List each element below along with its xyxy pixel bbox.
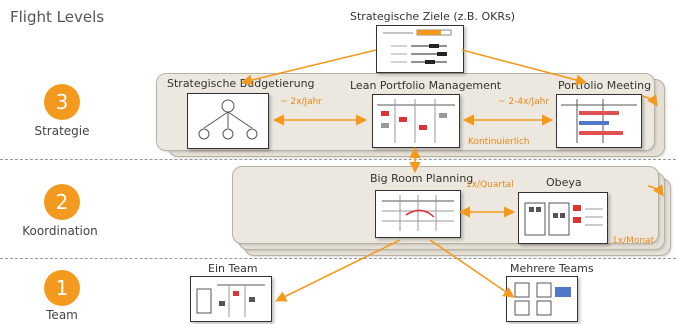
lpm-title: Lean Portfolio Management xyxy=(350,79,502,92)
big-room-planning-card xyxy=(375,190,461,238)
budgeting-frequency: ~ 2x/Jahr xyxy=(280,97,323,107)
meeting-stack-arrow xyxy=(641,94,658,107)
team-board-icon xyxy=(196,284,265,317)
diagram-title: Flight Levels xyxy=(10,8,105,26)
budgeting-title: Strategische Budgetierung xyxy=(167,77,315,90)
okr-sketch-icon xyxy=(383,29,452,64)
goals-to-budget-arrow xyxy=(240,49,377,86)
level-divider-top xyxy=(0,159,676,160)
level-1-label: Team xyxy=(46,308,78,322)
one-team-card xyxy=(190,276,272,322)
level-divider-bottom xyxy=(0,258,676,259)
big-room-planning-title: Big Room Planning xyxy=(370,172,474,185)
multiple-teams-card xyxy=(506,276,578,322)
level-2-badge: 2 xyxy=(44,184,80,220)
obeya-room-icon xyxy=(524,202,603,236)
budgeting-card xyxy=(187,93,269,149)
budget-tree-icon xyxy=(198,99,258,140)
multiple-teams-title: Mehrere Teams xyxy=(510,262,594,275)
level-1-badge: 1 xyxy=(44,270,80,306)
brp-frequency: 1x/Quartal xyxy=(466,180,514,190)
meeting-frequency: ~ 2-4x/Jahr xyxy=(498,97,550,107)
one-team-title: Ein Team xyxy=(208,262,258,275)
level-3-badge: 3 xyxy=(44,84,80,120)
strategic-goals-title: Strategische Ziele (z.B. OKRs) xyxy=(350,10,516,23)
obeya-stack-arrow xyxy=(647,184,664,197)
brp-one-team-arrow xyxy=(275,239,401,302)
roadmap-icon xyxy=(561,99,637,143)
goals-to-meeting-arrow xyxy=(461,49,588,86)
level-2-label: Koordination xyxy=(22,224,98,238)
strategic-goals-card xyxy=(376,25,464,73)
obeya-title: Obeya xyxy=(546,176,582,189)
lpm-board-card xyxy=(372,94,460,148)
obeya-frequency: 1x/Monat xyxy=(612,236,655,246)
lpm-frequency: Kontinuierlich xyxy=(468,137,530,147)
level-3-label: Strategie xyxy=(34,124,90,138)
obeya-card xyxy=(518,192,608,244)
brp-many-teams-arrow xyxy=(429,239,515,298)
planning-board-icon xyxy=(382,195,454,231)
teams-boards-icon xyxy=(514,282,571,316)
kanban-board-icon xyxy=(377,99,455,143)
portfolio-meeting-card xyxy=(556,94,642,148)
